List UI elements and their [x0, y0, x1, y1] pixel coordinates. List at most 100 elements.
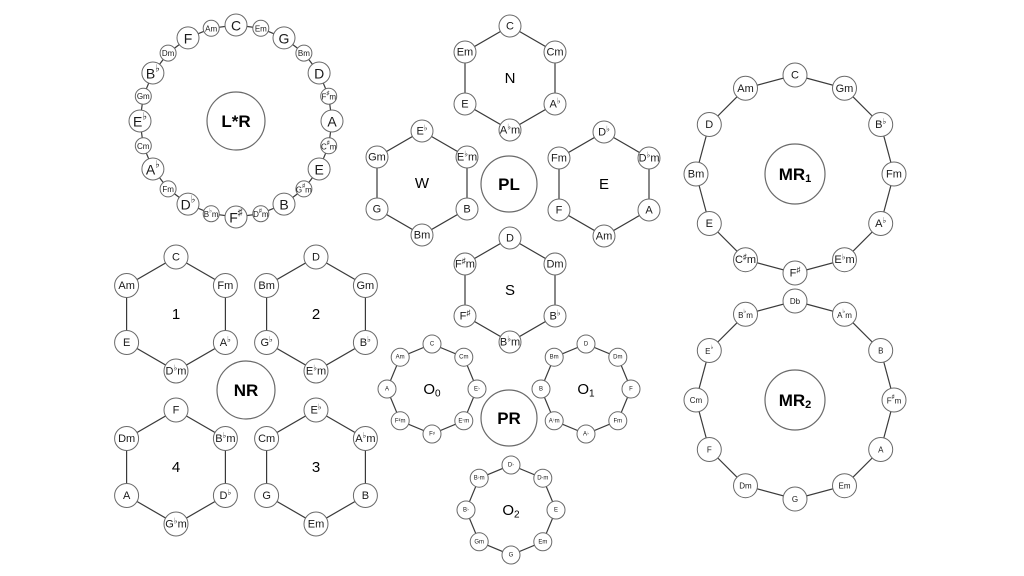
chord-node-circle	[832, 247, 857, 273]
nr-title: NR	[234, 381, 259, 400]
chord-node-circle	[696, 211, 722, 236]
chord-label-a: A	[327, 114, 337, 130]
chord-label-em: Em	[255, 24, 267, 33]
chord-node-dm: Dm	[114, 426, 140, 451]
chord-node-fm: Fm	[547, 146, 571, 170]
chord-label-dm: Dm	[546, 259, 563, 271]
chord-node-b: B	[272, 192, 296, 216]
chord-label-b-flatm: B♭m	[500, 334, 520, 348]
chord-node-circle	[637, 198, 661, 222]
chord-label-g: G	[262, 490, 271, 502]
chord-node-d-sharpm: D♯m	[252, 205, 270, 223]
chord-node-circle	[254, 330, 280, 355]
chord-node-circle	[303, 358, 329, 384]
chord-node-e-flat: E♭	[696, 338, 722, 363]
chord-node-circle	[543, 40, 567, 64]
chord-node-db: Db	[782, 288, 808, 314]
chord-label-g: G	[373, 204, 382, 216]
chord-node-f: F	[163, 397, 189, 423]
chord-node-b-flatm: B♭m	[212, 426, 238, 451]
chord-node-circle	[224, 13, 248, 37]
chord-label-a-flat: A♭	[875, 216, 886, 230]
chord-node-bm: Bm	[295, 44, 313, 62]
chord-node-circle	[546, 500, 566, 520]
chord-node-circle	[163, 358, 189, 384]
chord-label-a-flat: A♭	[220, 335, 231, 349]
chord-label-d-flatm: D♭m	[639, 150, 660, 164]
chord-node-circle	[733, 473, 758, 499]
chord-node-f: F	[696, 437, 722, 462]
chord-label-cm: Cm	[690, 396, 703, 405]
chord-node-circle	[295, 44, 313, 62]
chord-node-circle	[159, 44, 177, 62]
chord-label-f-sharp: F♯	[429, 430, 435, 438]
chord-node-circle	[365, 197, 389, 221]
chord-label-dm: Dm	[613, 355, 622, 361]
chord-label-a-flatm: A♭m	[549, 417, 560, 425]
chord-node-dm: Dm	[159, 44, 177, 62]
chord-node-circle	[733, 75, 758, 101]
chord-label-bm: Bm	[688, 169, 705, 181]
chord-node-circle	[547, 146, 571, 170]
chord-label-am: Am	[118, 280, 135, 292]
chord-label-c-sharpm: C♯m	[321, 140, 337, 151]
chord-label-a: A	[645, 205, 653, 217]
chord-label-b: B	[362, 490, 369, 502]
pl-title: PL	[498, 175, 520, 194]
chord-node-circle	[782, 62, 808, 88]
chord-node-circle	[469, 468, 489, 488]
chord-node-circle	[533, 468, 553, 488]
chord-node-f-sharpm: F♯m	[881, 387, 907, 413]
chord-node-a-flat: A♭	[212, 330, 238, 355]
chord-label-f-sharpm: F♯m	[887, 394, 902, 405]
chord-node-circle	[176, 26, 200, 50]
chord-node-circle	[390, 411, 410, 431]
mr2-center-circle	[764, 369, 826, 431]
chord-label-g-flat: G♭	[260, 335, 273, 349]
chord-node-circle	[531, 379, 551, 399]
chord-node-circle	[202, 205, 220, 223]
chord-node-circle	[683, 387, 709, 413]
chord-node-circle	[498, 330, 522, 354]
chord-node-circle	[498, 14, 522, 38]
chord-label-c: C	[231, 18, 241, 34]
chord-node-f-sharp: F♯	[224, 205, 248, 229]
chord-label-e-flatm: E♭m	[457, 149, 477, 163]
chord-label-em: Em	[538, 539, 547, 545]
chord-node-a-flat: A♭	[141, 157, 165, 181]
chord-node-circle	[683, 161, 709, 187]
chord-label-b-flatm: B♭m	[204, 207, 219, 218]
chord-label-fm: Fm	[613, 418, 622, 424]
chord-label-d-flat: D♭	[598, 124, 610, 138]
chord-node-circle	[377, 379, 397, 399]
chord-label-e-flatm: E♭m	[306, 363, 326, 377]
chord-node-circle	[352, 273, 378, 298]
chord-node-circle	[390, 347, 410, 367]
chord-node-circle	[733, 301, 758, 327]
chord-node-e-flat: E♭	[410, 119, 434, 143]
chord-label-cm: Cm	[546, 47, 563, 59]
chord-label-c: C	[172, 252, 180, 264]
chord-node-circle	[453, 252, 477, 276]
chord-node-e-flatm: E♭m	[455, 145, 479, 169]
chord-node-g: G	[272, 26, 296, 50]
e-title: E	[599, 176, 609, 193]
chord-node-circle	[832, 75, 857, 101]
chord-node-am: Am	[114, 273, 140, 298]
chord-node-circle	[868, 437, 894, 462]
chord-label-b-flatm: B♭m	[474, 474, 485, 482]
h2-title: 2	[312, 306, 320, 323]
chord-node-a-flat: A♭	[576, 424, 596, 444]
chord-label-b: B	[878, 347, 883, 356]
chord-label-d: D	[506, 233, 514, 245]
chord-node-circle	[547, 198, 571, 222]
nr-cycle: NR	[216, 360, 276, 420]
chord-label-c: C	[430, 342, 435, 348]
chord-label-a-flat: A♭	[549, 96, 560, 110]
chord-node-circle	[576, 334, 596, 354]
chord-node-circle	[453, 40, 477, 64]
chord-node-d: D	[303, 244, 329, 270]
chord-node-circle	[608, 411, 628, 431]
